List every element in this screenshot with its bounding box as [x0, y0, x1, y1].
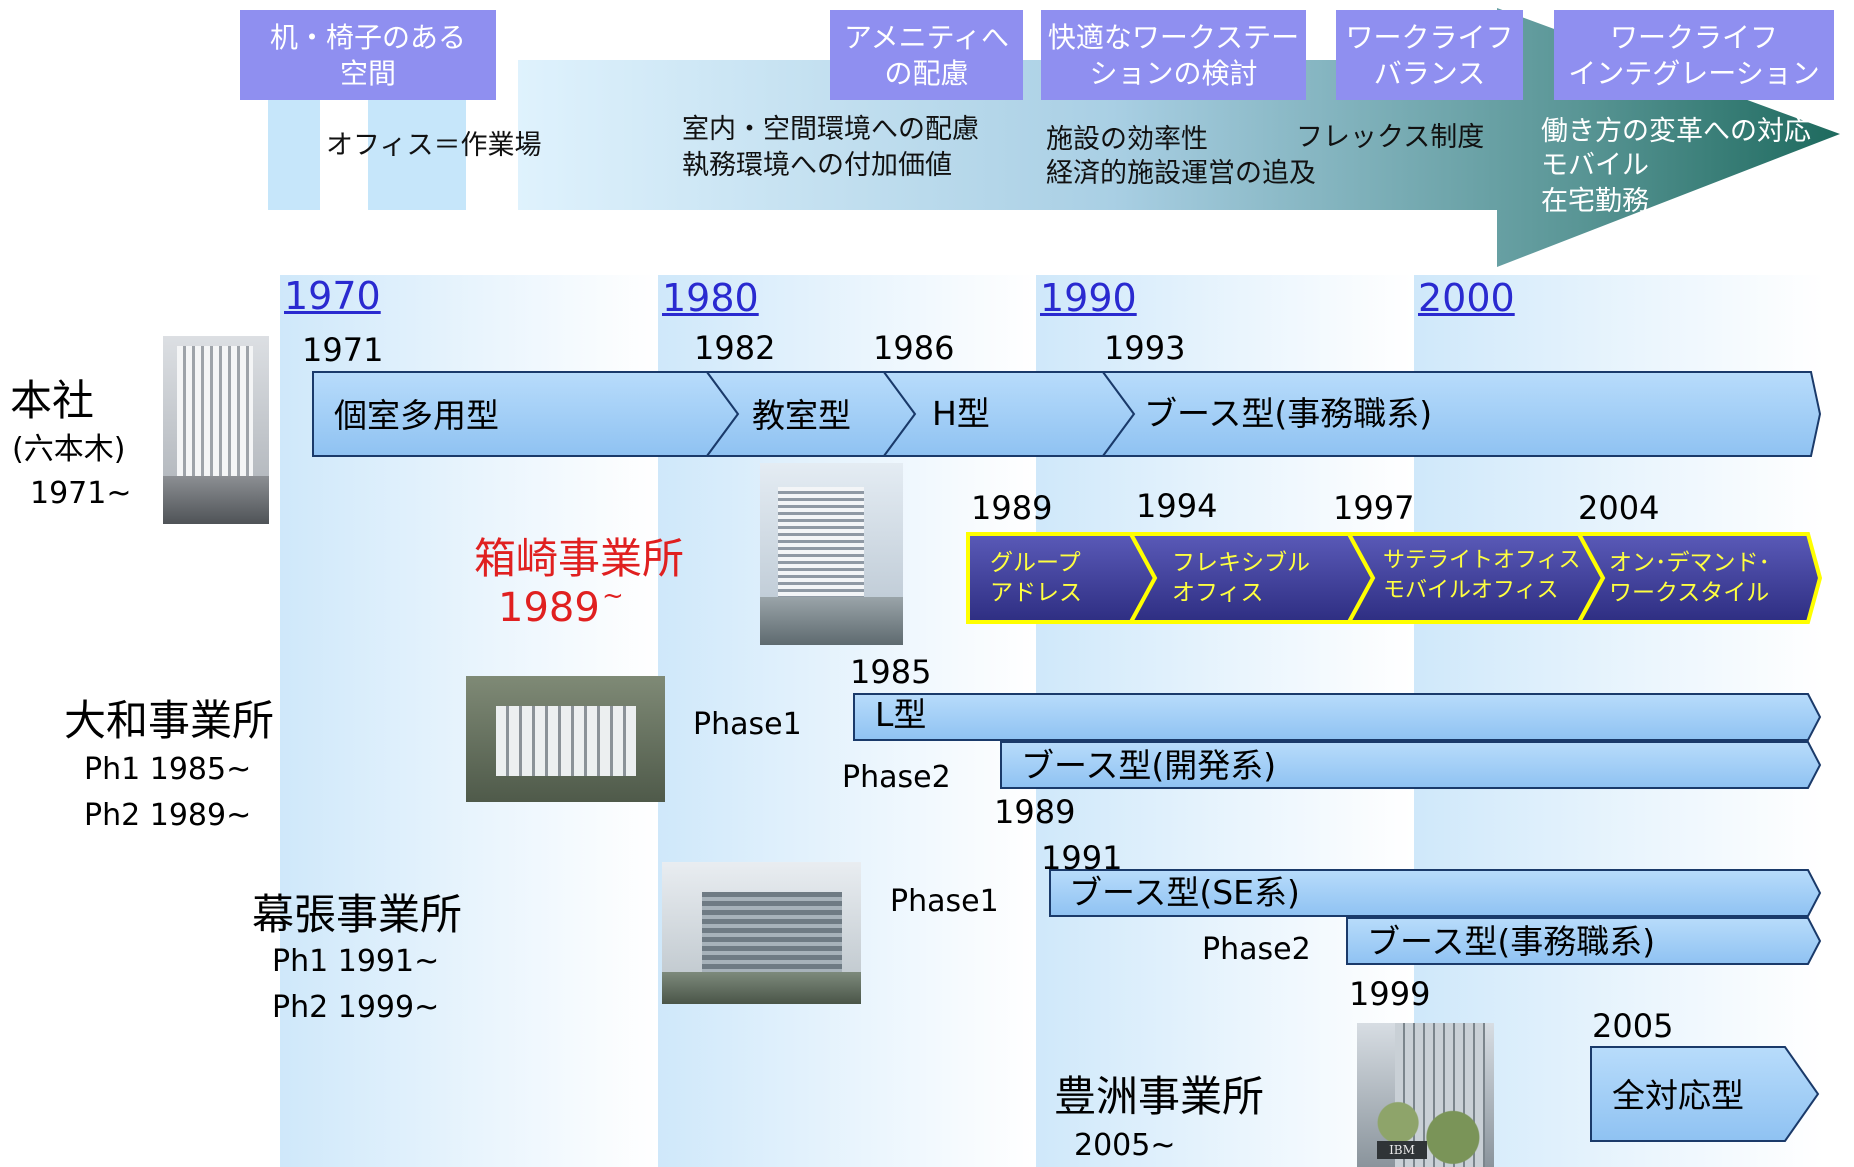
yamato-arrow-1	[853, 693, 1822, 741]
note-flex: フレックス制度	[1296, 122, 1485, 153]
makuhari-year-1991: 1991	[1041, 839, 1123, 877]
era-box-2: アメニティへ の配慮	[830, 10, 1023, 100]
toyosu-since: 2005~	[1074, 1128, 1176, 1163]
yamato-name: 大和事業所	[64, 696, 275, 745]
makuhari-phase1-label: Phase1	[890, 884, 999, 919]
note-efficiency-1: 施設の効率性	[1046, 124, 1208, 155]
hakozaki-year-1994: 1994	[1136, 487, 1218, 525]
makuhari-arrow-1-label: ブース型(SE系)	[1069, 873, 1300, 912]
era-box-5: ワークライフ インテグレーション	[1554, 10, 1834, 100]
hq-location: (六本木)	[12, 432, 126, 467]
note-workstyle-1: 働き方の変革への対応	[1541, 116, 1811, 147]
era-box-4: ワークライフ バランス	[1336, 10, 1523, 100]
yamato-year-1985: 1985	[850, 653, 932, 691]
hq-segment-2-label: 教室型	[752, 396, 851, 435]
hakozaki-name: 箱崎事業所	[474, 534, 685, 583]
hakozaki-since-tilde: ~	[602, 581, 624, 611]
hq-name: 本社	[10, 376, 95, 425]
hq-year-1993: 1993	[1104, 329, 1186, 367]
yamato-ph2: Ph2 1989~	[84, 798, 252, 833]
hq-segment-4	[1101, 371, 1822, 457]
yamato-phase1-label: Phase1	[693, 707, 802, 742]
hq-year-1971: 1971	[302, 331, 384, 369]
decade-1970-link[interactable]: 1970	[284, 274, 381, 318]
makuhari-arrow-1	[1049, 869, 1822, 917]
hq-building-photo	[163, 336, 269, 524]
hq-segment-1-label: 個室多用型	[334, 396, 499, 435]
hq-segment-4-label: ブース型(事務職系)	[1144, 394, 1433, 433]
toyosu-year-2005: 2005	[1592, 1007, 1674, 1045]
decade-1980-link[interactable]: 1980	[662, 276, 759, 320]
hq-segment-3-label: H型	[932, 394, 990, 433]
decade-2000-link[interactable]: 2000	[1418, 276, 1515, 320]
hq-year-1986: 1986	[873, 329, 955, 367]
makuhari-name: 幕張事業所	[252, 890, 463, 939]
toyosu-arrow	[1590, 1046, 1820, 1142]
hakozaki-year-2004: 2004	[1578, 489, 1660, 527]
yamato-arrow-1-label: L型	[875, 695, 927, 734]
yamato-ph1: Ph1 1985~	[84, 752, 252, 787]
toyosu-ibm-sign: IBM	[1377, 1141, 1427, 1159]
hakozaki-segment-3-label: サテライトオフィス モバイルオフィス	[1383, 548, 1581, 603]
hakozaki-segment-4	[1575, 532, 1823, 624]
yamato-year-1989: 1989	[994, 793, 1076, 831]
makuhari-ph1: Ph1 1991~	[272, 944, 440, 979]
toyosu-name: 豊洲事業所	[1054, 1072, 1265, 1121]
note-environment-1: 室内・空間環境への配慮	[682, 114, 979, 145]
makuhari-year-1999: 1999	[1349, 975, 1431, 1013]
toyosu-arrow-label: 全対応型	[1612, 1076, 1744, 1115]
decade-1990-link[interactable]: 1990	[1040, 276, 1137, 320]
hakozaki-since: 1989	[498, 585, 600, 631]
toyosu-building-photo: IBM	[1357, 1023, 1494, 1167]
makuhari-arrow-2	[1346, 917, 1822, 965]
hq-segment-3	[882, 371, 1136, 457]
yamato-campus-photo	[466, 676, 665, 802]
banner-stub-1	[268, 100, 320, 210]
hakozaki-segment-2-label: フレキシブル オフィス	[1172, 550, 1310, 606]
yamato-arrow-2	[1000, 741, 1822, 789]
note-workstyle-2: モバイル	[1541, 150, 1649, 181]
hq-year-1982: 1982	[694, 329, 776, 367]
hakozaki-segment-4-label: オン･デマンド･ ワークスタイル	[1609, 550, 1770, 606]
note-environment-2: 執務環境への付加価値	[682, 150, 952, 181]
makuhari-phase2-label: Phase2	[1202, 932, 1311, 967]
hakozaki-year-1997: 1997	[1333, 489, 1415, 527]
hakozaki-building-photo	[760, 463, 903, 645]
hakozaki-year-1989: 1989	[971, 489, 1053, 527]
note-office-workplace: オフィス＝作業場	[326, 130, 542, 161]
era-box-3: 快適なワークステー ションの検討	[1041, 10, 1306, 100]
makuhari-ph2: Ph2 1999~	[272, 990, 440, 1025]
yamato-phase2-label: Phase2	[842, 760, 951, 795]
banner-stub-2	[368, 100, 466, 210]
note-efficiency-2: 経済的施設運営の追及	[1046, 158, 1316, 189]
hq-since: 1971~	[30, 476, 132, 511]
yamato-arrow-2-label: ブース型(開発系)	[1021, 746, 1277, 785]
note-workstyle-3: 在宅勤務	[1541, 186, 1649, 217]
era-box-1: 机・椅子のある 空間	[240, 10, 496, 100]
hakozaki-segment-1-label: グループ アドレス	[990, 550, 1082, 606]
makuhari-campus-photo	[662, 862, 861, 1004]
makuhari-arrow-2-label: ブース型(事務職系)	[1367, 922, 1656, 961]
